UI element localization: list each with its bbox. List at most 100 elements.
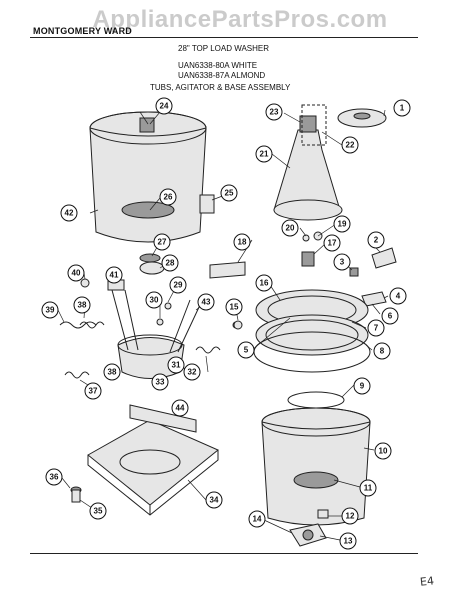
svg-text:25: 25 <box>225 189 234 198</box>
svg-text:2: 2 <box>374 236 379 245</box>
callout-31: 31 <box>167 356 185 374</box>
callout-24: 24 <box>155 97 173 115</box>
svg-text:44: 44 <box>176 404 185 413</box>
svg-text:11: 11 <box>364 484 373 493</box>
svg-text:38: 38 <box>78 301 87 310</box>
brand-header: MONTGOMERY WARD <box>33 26 132 36</box>
svg-text:38: 38 <box>108 368 117 377</box>
footer-divider <box>30 553 418 554</box>
svg-text:14: 14 <box>253 515 262 524</box>
svg-text:22: 22 <box>346 141 355 150</box>
callout-28: 28 <box>161 254 179 272</box>
callout-10: 10 <box>374 442 392 460</box>
title-line-model: 28" TOP LOAD WASHER <box>178 44 270 53</box>
callouts: 1 2 3 4 5 6 7 8 9 10 11 12 13 14 15 16 1… <box>41 97 411 550</box>
callout-9: 9 <box>353 377 371 395</box>
callout-32: 32 <box>183 363 201 381</box>
transmission-mount-drawing <box>59 289 240 379</box>
callout-14: 14 <box>248 510 266 528</box>
callout-19: 19 <box>333 215 351 233</box>
callout-39: 39 <box>41 301 59 319</box>
callout-18: 18 <box>233 233 251 251</box>
callout-16: 16 <box>255 274 273 292</box>
callout-33: 33 <box>151 373 169 391</box>
title-line-assembly: TUBS, AGITATOR & BASE ASSEMBLY <box>150 83 291 92</box>
svg-text:41: 41 <box>110 271 119 280</box>
callout-38a: 38 <box>103 363 121 381</box>
callout-11: 11 <box>359 479 377 497</box>
callout-42: 42 <box>60 204 78 222</box>
svg-text:23: 23 <box>270 108 279 117</box>
callout-26: 26 <box>159 188 177 206</box>
callout-30: 30 <box>145 291 163 309</box>
svg-text:17: 17 <box>328 239 337 248</box>
svg-text:19: 19 <box>338 220 347 229</box>
callout-36: 36 <box>45 468 63 486</box>
svg-text:5: 5 <box>244 346 249 355</box>
callout-3: 3 <box>333 253 351 271</box>
watermark: AppliancePartsPros.com <box>92 6 388 33</box>
callout-44: 44 <box>171 399 189 417</box>
svg-text:9: 9 <box>360 382 365 391</box>
handwritten-note: E4 <box>419 574 435 589</box>
callout-37: 37 <box>84 382 102 400</box>
svg-text:43: 43 <box>202 298 211 307</box>
callout-25: 25 <box>220 184 238 202</box>
callout-23: 23 <box>265 103 283 121</box>
svg-text:26: 26 <box>164 193 173 202</box>
callout-4: 4 <box>389 287 407 305</box>
small-parts-upper-left <box>80 194 215 291</box>
callout-41: 41 <box>105 266 123 284</box>
svg-text:39: 39 <box>46 306 55 315</box>
svg-text:16: 16 <box>260 279 269 288</box>
header-divider <box>30 37 418 38</box>
callout-6: 6 <box>381 307 399 325</box>
svg-text:30: 30 <box>150 296 159 305</box>
tub-ring-and-seals <box>253 289 371 373</box>
callout-29: 29 <box>169 276 187 294</box>
svg-text:6: 6 <box>388 312 393 321</box>
callout-40: 40 <box>67 264 85 282</box>
svg-text:18: 18 <box>238 238 247 247</box>
svg-text:21: 21 <box>260 150 269 159</box>
svg-text:8: 8 <box>380 347 385 356</box>
svg-text:4: 4 <box>396 292 401 301</box>
svg-text:29: 29 <box>174 281 183 290</box>
svg-text:36: 36 <box>50 473 59 482</box>
callout-13: 13 <box>339 532 357 550</box>
svg-text:35: 35 <box>94 507 103 516</box>
callout-12: 12 <box>341 507 359 525</box>
callout-43: 43 <box>197 293 215 311</box>
title-line-white: UAN6338-80A WHITE <box>178 61 258 70</box>
svg-text:1: 1 <box>400 104 405 113</box>
svg-text:33: 33 <box>156 378 165 387</box>
agitator-drawing <box>273 104 343 221</box>
svg-text:37: 37 <box>89 387 98 396</box>
svg-text:15: 15 <box>230 303 239 312</box>
svg-text:27: 27 <box>158 238 167 247</box>
svg-text:34: 34 <box>210 496 219 505</box>
outer-tub-drawing <box>89 111 207 243</box>
svg-text:3: 3 <box>340 258 345 267</box>
svg-text:13: 13 <box>344 537 353 546</box>
callout-27: 27 <box>153 233 171 251</box>
callout-17: 17 <box>323 234 341 252</box>
callout-2: 2 <box>367 231 385 249</box>
svg-text:24: 24 <box>160 102 169 111</box>
pump-drawing <box>289 509 329 547</box>
svg-text:10: 10 <box>379 447 388 456</box>
agitator-cap-drawing <box>337 108 387 128</box>
callout-15: 15 <box>225 298 243 316</box>
callout-38b: 38 <box>73 296 91 314</box>
callout-7: 7 <box>367 319 385 337</box>
callout-1: 1 <box>393 99 411 117</box>
svg-text:32: 32 <box>188 368 197 377</box>
svg-text:28: 28 <box>166 259 175 268</box>
svg-text:31: 31 <box>172 361 181 370</box>
callout-21: 21 <box>255 145 273 163</box>
svg-text:12: 12 <box>346 512 355 521</box>
svg-text:7: 7 <box>374 324 379 333</box>
callout-22: 22 <box>341 136 359 154</box>
svg-text:40: 40 <box>72 269 81 278</box>
